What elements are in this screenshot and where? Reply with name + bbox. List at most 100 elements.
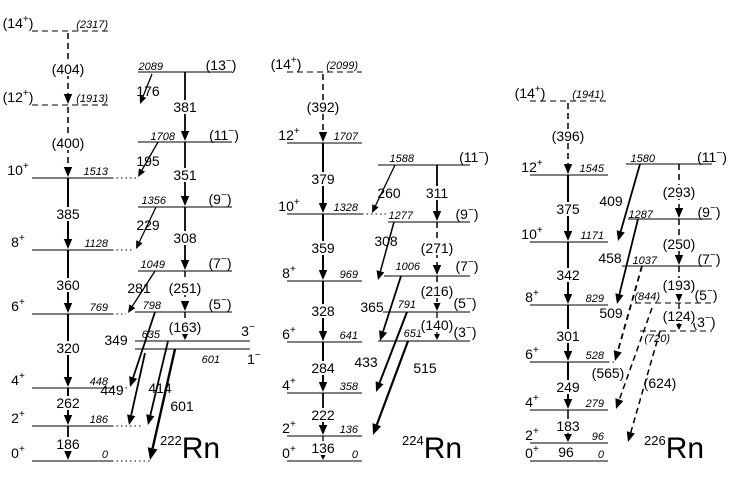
rn222-arrow-349 (129, 311, 156, 387)
rn222-arrow-449 (127, 352, 146, 425)
rn222-energy-o5: 798 (143, 300, 162, 312)
rn224-energy-g14: (2099) (326, 60, 358, 72)
rn226-arrow-301 (563, 305, 573, 361)
rn222-energy-o7: 1049 (141, 259, 165, 271)
rn222-spin-g4: 4+​ (11, 371, 25, 388)
rn222-energy-g10: 1513 (84, 166, 109, 178)
rn226-spin-g8: 8+​ (525, 288, 539, 305)
rn224-label-136: 136 (311, 440, 335, 456)
rn226-label-183: 183 (556, 418, 580, 434)
rn226-arrow-409 (616, 163, 641, 241)
rn224-label-222: 222 (311, 407, 335, 423)
rn224-label-392: (392) (307, 99, 340, 115)
rn222-label-281: 281 (127, 280, 151, 296)
rn222-energy-g8: 1128 (84, 238, 109, 250)
rn224-energy-o11: 1588 (390, 153, 415, 165)
rn226-spin-g6: 6+​ (525, 345, 539, 362)
rn222-label-229: 229 (136, 217, 160, 233)
rn224-label-216: (216) (421, 283, 454, 299)
rn226-label-249: 249 (556, 379, 580, 395)
rn224-energy-g10: 1328 (334, 202, 359, 214)
level-lines-layer (32, 30, 712, 462)
rn222-spin-o13: (13−) (206, 56, 237, 73)
rn224-arrow-365 (379, 275, 402, 341)
rn222-label-385: 385 (56, 206, 80, 222)
rn222-nucleus-label: 222Rn (160, 432, 220, 465)
rn224-energy-g12: 1707 (334, 131, 359, 143)
rn224-energy-g2: 136 (340, 424, 359, 436)
rn224-spin-o3: (3−) (454, 323, 477, 340)
rn224-label-284: 284 (311, 360, 335, 376)
rn222-spin-o1: 1−​ (247, 350, 261, 367)
rn226-energy-o5: (844) (634, 291, 660, 303)
rn226-energy-g6: 528 (586, 350, 605, 362)
rn222-arrow-281 (128, 270, 156, 313)
rn224-label-328: 328 (311, 303, 335, 319)
rn222-energy-g2: 186 (90, 414, 109, 426)
rn226-arrow-624 (626, 330, 661, 442)
rn224-arrow-260 (372, 164, 396, 213)
rn222-arrow-601 (147, 348, 177, 460)
rn222-label-262: 262 (56, 395, 80, 411)
rn226-arrow-509 (613, 265, 643, 361)
rn226-label-293: (293) (663, 184, 696, 200)
rn224-spin-o5: (5−) (454, 294, 477, 311)
rn226-label-193: (193) (663, 277, 696, 293)
rn224-energy-g8: 969 (340, 269, 358, 281)
rn226-spin-g2: 2+​ (525, 426, 539, 443)
rn222-label-351: 351 (173, 167, 197, 183)
rn226-spin-o7: (7−) (698, 250, 721, 267)
rn222-arrow-414 (146, 340, 169, 425)
rn226-label-250: (250) (663, 236, 696, 252)
rn222-spin-o7: (7−) (209, 254, 232, 271)
rn222-label-195: 195 (136, 153, 160, 169)
rn226-energy-g0: 0 (598, 449, 605, 461)
rn224-spin-g8: 8+​ (282, 264, 296, 281)
rn224-label-308: 308 (374, 233, 398, 249)
rn222-energy-g14: (2317) (76, 19, 108, 31)
rn222-spin-g14: (14+) (3, 14, 34, 31)
rn222-spin-g0: 0+​ (11, 444, 25, 461)
rn226-energy-o3: (720) (644, 333, 670, 345)
rn224-arrow-392 (318, 74, 328, 142)
rn224-spin-g4: 4+​ (282, 376, 296, 393)
rn222-energy-o3: 635 (142, 329, 161, 341)
rn224-label-359: 359 (311, 240, 335, 256)
rn224-arrow-515 (372, 340, 410, 435)
rn226-label-509: 509 (599, 305, 623, 321)
rn226-label-396: (396) (552, 128, 585, 144)
rn226-energy-g2: 96 (592, 431, 605, 443)
rn226-arrow-458 (615, 218, 639, 304)
rn224-label-271: (271) (421, 240, 454, 256)
rn224-label-140: (140) (421, 317, 454, 333)
rn222-spin-g8: 8+​ (11, 233, 25, 250)
rn226-label-565: (565) (592, 365, 625, 381)
rn226-energy-g8: 829 (586, 293, 604, 305)
rn222-label-360: 360 (56, 277, 80, 293)
rn224-arrow-433 (375, 311, 408, 392)
rn224-spin-o7: (7−) (456, 257, 479, 274)
rn224-energy-o7: 1006 (396, 261, 421, 273)
rn226-arrow-565 (615, 307, 653, 409)
rn226-spin-g14: (14+) (515, 84, 546, 101)
rn222-energy-o11: 1708 (151, 131, 176, 143)
rn226-label-124: (124) (663, 308, 696, 324)
rn222-label-163: (163) (169, 319, 202, 335)
rn222-spin-o5: (5−) (209, 295, 232, 312)
rn222-spin-g12: (12+) (3, 88, 34, 105)
rn222-label-414: 414 (148, 380, 172, 396)
rn224-energy-o9: 1277 (389, 210, 414, 222)
rn222-spin-o3: 3−​ (241, 322, 255, 339)
rn226-spin-g4: 4+​ (525, 393, 539, 410)
rn222-arrow-229 (136, 206, 157, 249)
rn224-label-260: 260 (377, 185, 401, 201)
rn226-nucleus-label: 226Rn (644, 432, 704, 465)
rn222-label-601: 601 (170, 398, 194, 414)
rn226-label-96: 96 (558, 444, 574, 460)
rn222-label-251: (251) (169, 280, 202, 296)
rn224-energy-g6: 641 (340, 330, 358, 342)
rn224-spin-g10: 10+​ (278, 197, 300, 214)
rn222-label-176: 176 (136, 83, 160, 99)
rn222-spin-g6: 6+​ (11, 297, 25, 314)
rn224-spin-g12: 12+​ (278, 126, 300, 143)
